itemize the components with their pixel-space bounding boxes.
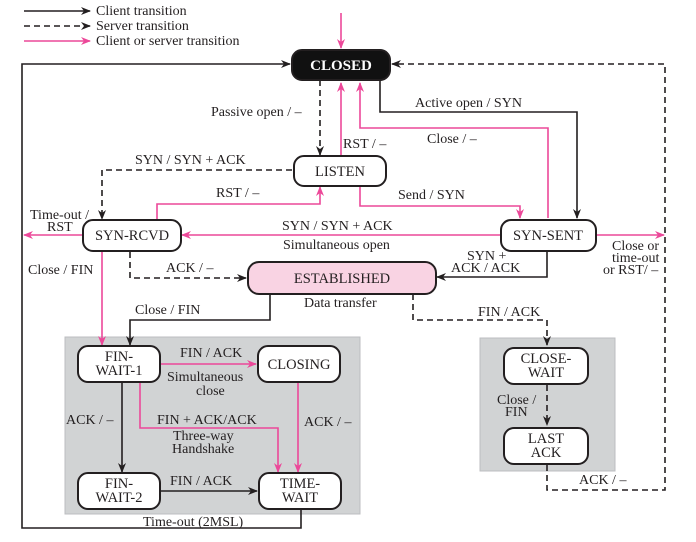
state-last-ack: LAST ACK [503,427,589,465]
label-send-syn: Send / SYN [398,188,465,203]
label-synack-ack-2: ACK / ACK [451,261,520,276]
state-fin-wait-1: FIN- WAIT-1 [77,345,161,383]
label-fin-ack-closewait: FIN / ACK [478,305,540,320]
label-timeout-rst-2: RST [47,220,73,235]
state-time-wait-line2: WAIT [282,490,318,506]
label-passive-open: Passive open / – [211,105,303,120]
edge-close-synsent [356,82,549,218]
legend: Client transition Server transition Clie… [24,4,239,49]
state-fin-wait-2-line1: FIN- [105,476,133,492]
state-fin-wait-2-line2: WAIT-2 [96,490,143,506]
label-close-fin-closewait-1: Close / [497,393,536,408]
label-fin-ack-timewait: FIN / ACK [170,474,232,489]
state-fin-wait-1-line2: WAIT-1 [96,363,143,379]
label-three-way-1: Three-way [173,429,234,444]
edge-listen-synrcvd [98,169,292,220]
label-ack-lastack: ACK / – [579,473,627,488]
edge-rst-synrcvd-listen [156,186,324,220]
label-ack-finwait2: ACK / – [66,413,114,428]
state-close-wait-line1: CLOSE- [521,351,572,367]
label-simultaneous-close-2: close [196,384,225,399]
label-close-fin-established: Close / FIN [135,303,200,318]
label-active-open: Active open / SYN [415,96,522,111]
state-closed: CLOSED [291,49,391,81]
label-rst-synrcvd-listen: RST / – [216,186,260,201]
legend-both-label: Client or server transition [96,34,239,49]
edge-synack-ack [436,252,548,281]
state-established-label: ESTABLISHED [294,271,390,287]
label-simultaneous-close-1: Simultaneous [167,370,243,385]
edge-fin-ack-closewait [412,294,551,346]
legend-server-label: Server transition [96,19,189,34]
label-close-synsent: Close / – [427,132,478,147]
label-ack-closing-timewait: ACK / – [304,415,352,430]
state-fin-wait-2: FIN- WAIT-2 [77,472,161,510]
state-established: ESTABLISHED [247,261,437,295]
state-closing-label: CLOSING [268,357,331,373]
state-syn-sent-label: SYN-SENT [513,228,583,244]
edge-ack-established [129,252,247,282]
state-syn-rcvd-label: SYN-RCVD [95,228,169,244]
edge-fin-ack-ack [139,383,282,473]
state-listen-label: LISTEN [315,164,365,180]
state-fin-wait-1-line1: FIN- [105,349,133,365]
state-close-wait: CLOSE- WAIT [503,347,589,385]
edge-close-fin-established [126,294,271,346]
state-closed-label: CLOSED [310,58,372,74]
label-simultaneous-open: Simultaneous open [283,238,390,253]
label-syn-synack-listen: SYN / SYN + ACK [135,153,246,168]
label-synack-ack-1: SYN + [467,249,507,264]
edge-send-syn [359,187,524,219]
label-rst-listen-closed: RST / – [343,137,387,152]
edge-timeout-2msl [21,60,302,529]
legend-client-label: Client transition [96,4,187,19]
label-ack-established: ACK / – [166,261,214,276]
state-last-ack-line1: LAST [528,431,564,447]
state-time-wait: TIME- WAIT [258,472,342,510]
state-syn-rcvd: SYN-RCVD [82,219,182,252]
state-syn-sent: SYN-SENT [500,219,597,252]
state-time-wait-line1: TIME- [280,476,320,492]
state-closing: CLOSING [257,345,341,383]
label-close-or-1: Close or [612,239,659,254]
edge-active-open [379,79,581,219]
label-timeout-2msl: Time-out (2MSL) [143,515,244,530]
label-close-fin-closewait-2: FIN [505,405,528,420]
edge-lastack-closed [391,60,666,491]
label-fin-ack-closing: FIN / ACK [180,346,242,361]
label-timeout-rst-1: Time-out / [30,208,89,223]
label-fin-ack-ack: FIN + ACK/ACK [157,413,257,428]
label-close-fin-synrcvd: Close / FIN [28,263,93,278]
label-close-or-3: or RST/ – [603,263,659,278]
label-three-way-2: Handshake [172,442,234,457]
label-close-or-2: time-out [612,251,660,266]
state-listen: LISTEN [293,155,387,187]
label-data-transfer: Data transfer [304,296,377,311]
label-syn-synack-simul: SYN / SYN + ACK [282,219,393,234]
state-close-wait-line2: WAIT [528,365,564,381]
state-last-ack-line2: ACK [531,445,562,461]
